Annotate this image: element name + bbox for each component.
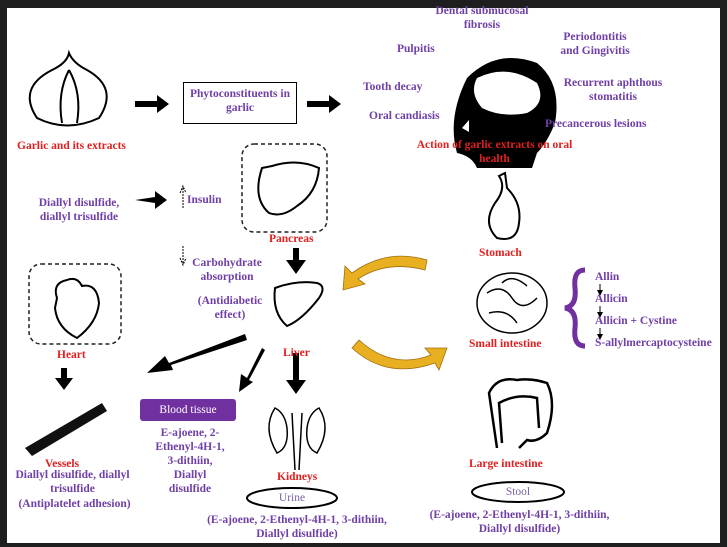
conversion-step: S-allylmercaptocysteine xyxy=(595,337,712,349)
small-intestine-label: Small intestine xyxy=(469,338,542,350)
blood-tissue-box: Blood tissue xyxy=(140,399,236,421)
stool-label: Stool xyxy=(505,486,531,498)
phytoconstituents-box: Phytoconstituents in garlic xyxy=(183,82,297,124)
insulin-label: Insulin xyxy=(187,194,222,206)
conversion-step: Allin xyxy=(595,271,620,283)
blood-compounds: E-ajoene, 2-Ethenyl-4H-1, 3-dithiin, Dia… xyxy=(155,427,225,495)
cycle-arrow-bottom xyxy=(351,339,448,371)
small-intestine-icon xyxy=(476,272,548,334)
carbohydrate-label: Carbohydrate absorption xyxy=(192,257,262,283)
stomach-icon xyxy=(488,171,521,240)
large-intestine-label: Large intestine xyxy=(469,458,543,470)
oral-condition: Precancerous lesions xyxy=(545,118,647,130)
urine-ellipse xyxy=(246,487,338,509)
oral-condition: Tooth decay xyxy=(363,81,423,93)
liver-icon xyxy=(273,281,324,328)
garlic-icon xyxy=(28,49,108,127)
antidiabetic-label: (Antidiabetic effect) xyxy=(197,295,263,321)
insulin-up-arrow xyxy=(179,184,187,208)
oral-condition: Pulpitis xyxy=(397,43,435,55)
flow-arrows xyxy=(55,95,341,394)
phytoconstituents-label: Phytoconstituents in garlic xyxy=(190,88,290,114)
diagram-canvas: Garlic and its extracts Phytoconstituent… xyxy=(7,5,720,543)
kidneys-icon xyxy=(268,407,326,471)
stomach-label: Stomach xyxy=(479,247,522,259)
liver-label: Liver xyxy=(283,347,310,359)
vessels-compounds: Diallyl disulfide, diallyl trisulfide xyxy=(15,469,130,495)
vessels-label: Vessels xyxy=(45,458,80,470)
large-intestine-compounds: (E-ajoene, 2-Ethenyl-4H-1, 3-dithiin, Di… xyxy=(429,509,610,535)
conversion-step: Allicin + Cystine xyxy=(595,315,677,327)
arrow-heart-to-vessels xyxy=(55,368,73,390)
oral-health-title: Action of garlic extracts on oral health xyxy=(416,139,573,165)
cycle-arrow-top xyxy=(342,255,428,291)
arrow-liver-to-blood xyxy=(239,348,265,392)
vessel-icon xyxy=(25,403,107,456)
pancreas-icon xyxy=(257,161,321,216)
arrow-liver-to-heart xyxy=(147,334,247,373)
arrow-garlic-to-phyto xyxy=(135,95,169,113)
arrow-liver-to-kidneys xyxy=(286,353,306,394)
heart-icon xyxy=(53,277,101,340)
pancreas-label: Pancreas xyxy=(269,233,314,245)
conversion-step: Allicin xyxy=(595,293,628,305)
oral-condition: Dental submucosal fibrosis xyxy=(435,5,529,31)
brain-icon xyxy=(473,71,541,115)
arrow-compounds-to-insulin xyxy=(135,191,167,209)
kidneys-compounds: (E-ajoene, 2-Ethenyl-4H-1, 3-dithiin, Di… xyxy=(207,514,387,540)
pancreas-compounds: Diallyl disulfide, diallyl trisulfide xyxy=(38,197,120,223)
urine-label: Urine xyxy=(278,492,306,504)
vessels-effect: (Antiplatelet adhesion) xyxy=(18,498,131,510)
garlic-label: Garlic and its extracts xyxy=(17,140,126,152)
stool-ellipse xyxy=(471,481,565,503)
arrow-phyto-to-oral xyxy=(307,95,341,113)
diagram-graphics xyxy=(25,49,603,509)
carb-down-arrow xyxy=(179,246,187,267)
oral-condition: Oral candiasis xyxy=(369,110,440,122)
kidneys-label: Kidneys xyxy=(277,471,318,483)
oral-condition: Periodontitis and Gingivitis xyxy=(560,31,630,57)
oral-condition: Recurrent aphthous stomatitis xyxy=(563,77,663,103)
large-intestine-icon xyxy=(487,378,554,449)
brace-icon xyxy=(564,267,586,349)
heart-label: Heart xyxy=(57,349,86,361)
arrow-pancreas-to-liver xyxy=(286,248,306,274)
